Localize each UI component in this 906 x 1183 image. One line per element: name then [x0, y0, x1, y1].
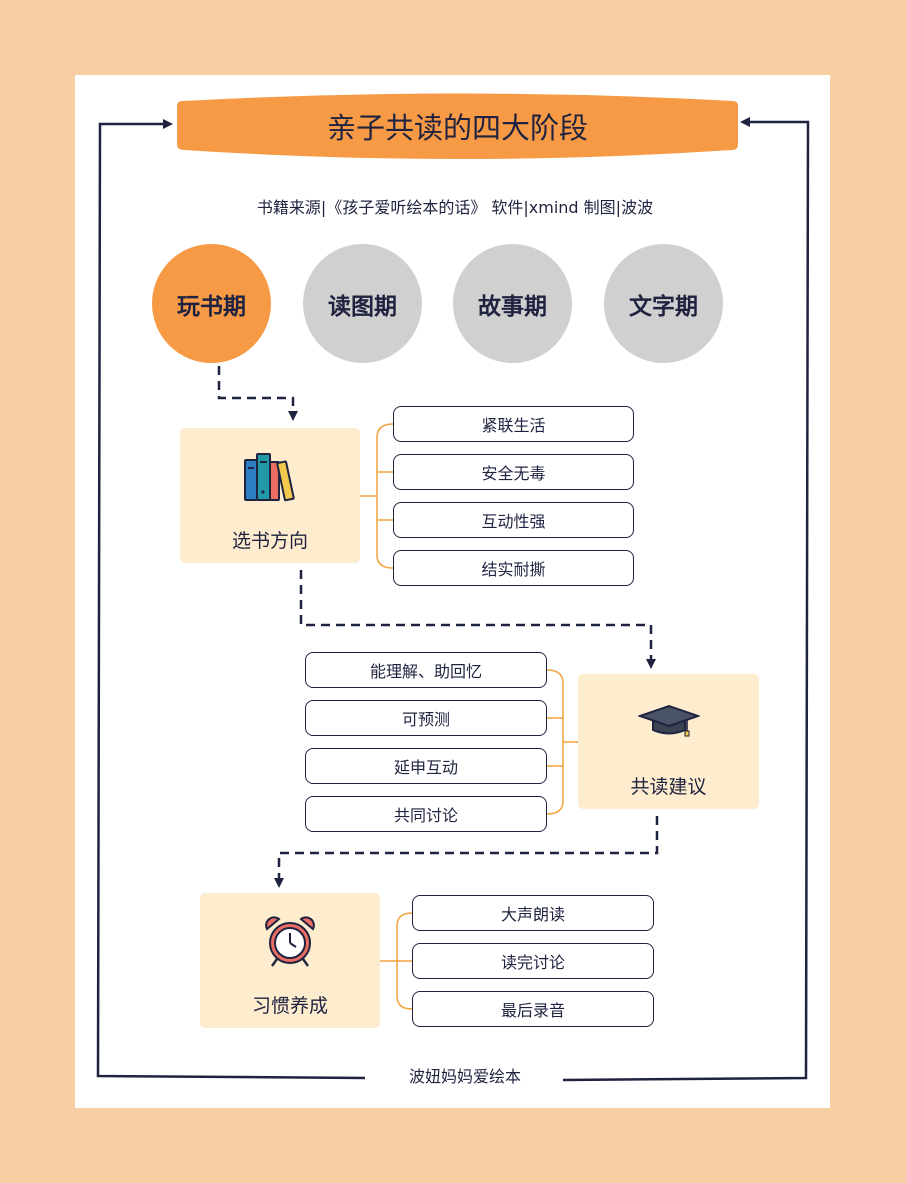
pill-habit-2: 读完讨论: [412, 943, 654, 979]
bracket-reading-advice: [546, 669, 578, 815]
stage-circle-text: 文字期: [604, 244, 723, 363]
graduation-cap-icon: [638, 704, 700, 737]
alarm-clock-icon: [265, 916, 315, 967]
page-title: 亲子共读的四大阶段: [326, 111, 588, 145]
panel-label-reading-advice: 共读建议: [630, 776, 707, 798]
pill-book-choice-3: 互动性强: [393, 502, 634, 538]
frame-right-line: [562, 117, 810, 1082]
stage-circle-play-book: 玩书期: [152, 244, 271, 363]
source-credits: 书籍来源|《孩子爱听绘本的话》 软件|xmind 制图|波波: [256, 198, 654, 217]
flow-arrow-3: [274, 816, 659, 888]
pill-book-choice-1: 紧联生活: [393, 406, 634, 442]
bracket-habit: [380, 912, 413, 1010]
panel-habit: 习惯养成: [200, 893, 380, 1028]
pill-habit-3: 最后录音: [412, 991, 654, 1027]
bracket-book-choice: [360, 423, 394, 569]
pill-book-choice-2: 安全无毒: [393, 454, 634, 490]
stage-circle-story: 故事期: [453, 244, 572, 363]
stage-circle-read-picture: 读图期: [303, 244, 422, 363]
panel-book-choice: 选书方向: [180, 428, 360, 563]
pill-reading-advice-4: 共同讨论: [305, 796, 547, 832]
frame-left-line: [96, 119, 366, 1080]
pill-habit-1: 大声朗读: [412, 895, 654, 931]
pill-reading-advice-3: 延申互动: [305, 748, 547, 784]
panel-label-habit: 习惯养成: [251, 995, 328, 1017]
footer-signature: 波妞妈妈爱绘本: [408, 1067, 521, 1086]
pill-reading-advice-1: 能理解、助回忆: [305, 652, 547, 688]
pill-book-choice-4: 结实耐撕: [393, 550, 634, 586]
flow-arrow-2: [299, 570, 656, 669]
books-icon: [244, 453, 295, 502]
title-banner: [177, 93, 738, 159]
panel-label-book-choice: 选书方向: [231, 530, 308, 552]
pill-reading-advice-2: 可预测: [305, 700, 547, 736]
flow-arrow-1: [217, 366, 298, 421]
panel-reading-advice: 共读建议: [578, 674, 759, 809]
